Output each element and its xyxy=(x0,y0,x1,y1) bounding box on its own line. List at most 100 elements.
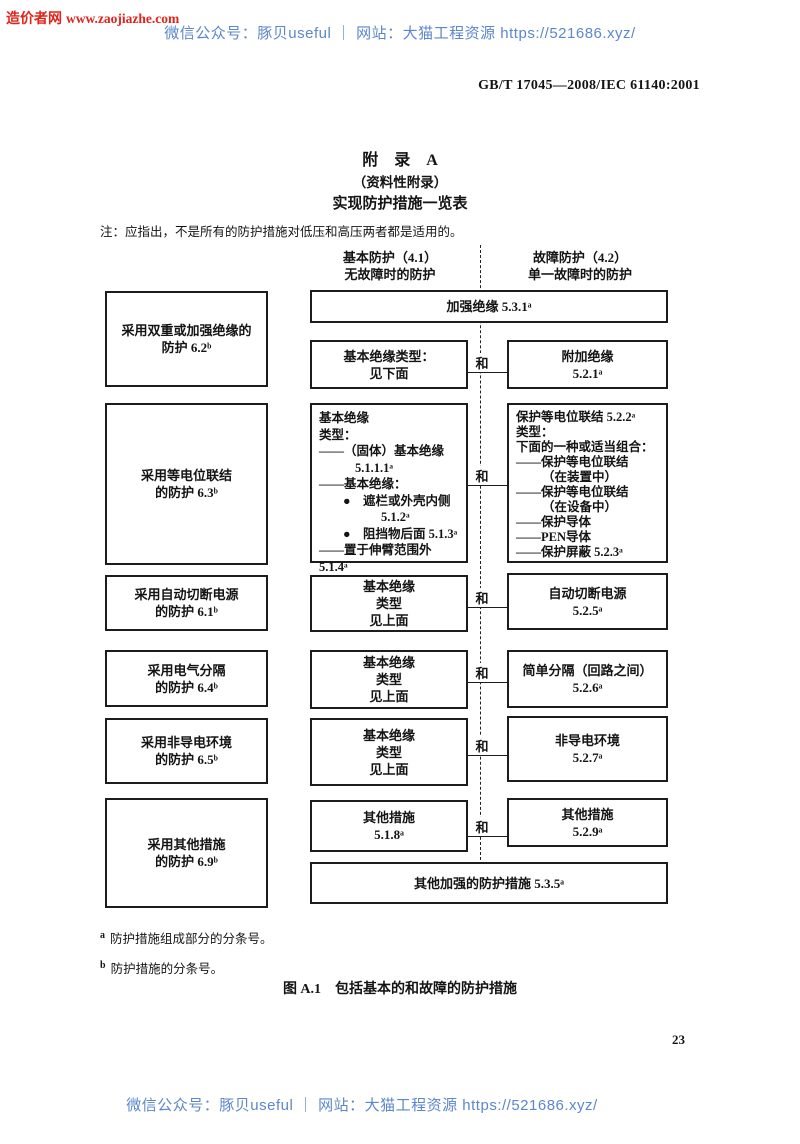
and-label: 和 xyxy=(470,663,494,682)
box-protection-equipotential-bonding: 采用等电位联结 的防护 6.3ᵇ xyxy=(105,403,268,565)
box-line: 采用电气分隔 xyxy=(147,662,226,678)
box-line: 简单分隔（回路之间） xyxy=(522,663,653,678)
box-line: 采用双重或加强绝缘的 xyxy=(121,323,252,338)
standard-number: GB/T 17045—2008/IEC 61140:2001 xyxy=(478,78,700,93)
box-line: 基本绝缘 xyxy=(362,579,415,594)
box-reinforced-insulation-label: 加强绝缘 5.3.1ᵃ xyxy=(446,299,532,314)
box-line: 5.1.1.1ᵃ xyxy=(355,460,394,475)
box-line: 基本绝缘 xyxy=(362,727,415,743)
box-line: ● 遮栏或外壳内侧 xyxy=(343,493,451,508)
box-line: 5.2.6ᵃ xyxy=(572,680,603,695)
box-line: 类型： xyxy=(516,425,554,439)
box-line: 5.2.5ᵃ xyxy=(572,602,603,618)
box-line: 5.2.7ᵃ xyxy=(572,750,603,765)
box-line: 见上面 xyxy=(369,761,409,777)
figure-caption: 图 A.1 包括基本的和故障的防护措施 xyxy=(282,982,518,997)
box-basic-insulation-see-above-3: 基本绝缘 类型 见上面 xyxy=(310,718,468,786)
appendix-subtitle: （资料性附录） xyxy=(352,175,448,190)
box-line: ——置于伸臂范围外 5.1.4ᵃ xyxy=(319,543,432,574)
box-line: 的防护 6.4ᵇ xyxy=(155,679,218,695)
box-line: 下面的一种或适当组合： xyxy=(516,440,654,454)
and-label: 和 xyxy=(470,817,494,836)
box-line: ——保护屏蔽 5.2.3ᵃ xyxy=(516,545,623,559)
note-text: 注：应指出，不是所有的防护措施对低压和高压两者都是适用的。 xyxy=(100,225,463,239)
connector-line xyxy=(468,836,507,837)
dashed-divider-line xyxy=(480,245,481,860)
box-line: 保护等电位联结 5.2.2ᵃ xyxy=(516,410,636,424)
watermark-banner-bottom: 微信公众号：豚贝useful ｜ 网站：大猫工程资源 https://52168… xyxy=(126,1097,598,1114)
footnote-a-marker: a xyxy=(100,930,105,941)
appendix-title: 附 录 A xyxy=(362,152,438,169)
box-nonconducting-environment: 非导电环境 5.2.7ᵃ xyxy=(507,716,668,782)
box-line: 的防护 6.1ᵇ xyxy=(155,604,218,619)
box-line: 5.2.1ᵃ xyxy=(572,365,603,381)
and-label: 和 xyxy=(470,736,494,755)
box-line: ● 阻挡物后面 5.1.3ᵃ xyxy=(343,526,458,541)
box-reinforced-insulation: 加强绝缘 5.3.1ᵃ xyxy=(310,290,668,323)
box-line: （在装置中） xyxy=(542,470,618,484)
box-line: 类型： xyxy=(319,427,357,442)
box-line: （在设备中） xyxy=(542,500,618,514)
box-line: ——保护导体 xyxy=(516,515,592,529)
box-automatic-disconnection: 自动切断电源 5.2.5ᵃ xyxy=(507,573,668,630)
box-line: 类型 xyxy=(375,672,402,687)
box-protection-electrical-separation: 采用电气分隔 的防护 6.4ᵇ xyxy=(105,650,268,707)
box-line: 采用其他措施 xyxy=(147,837,226,852)
column-header-basic-line1: 基本防护（4.1） xyxy=(342,250,438,265)
watermark-site-url: www.zaojiazhe.com xyxy=(66,11,180,26)
column-header-basic-line2: 无故障时的防护 xyxy=(344,267,436,282)
watermark-banner-top: 微信公众号：豚贝useful ｜ 网站：大猫工程资源 https://52168… xyxy=(164,25,636,42)
column-header-fault-line2: 单一故障时的防护 xyxy=(527,267,632,282)
connector-line xyxy=(468,372,507,373)
column-header-fault-protection: 故障防护（4.2） 单一故障时的防护 xyxy=(500,249,660,283)
box-line: 见下面 xyxy=(369,365,409,381)
box-line: ——基本绝缘： xyxy=(319,477,407,491)
and-label: 和 xyxy=(470,588,494,607)
box-other-reinforced-measures: 其他加强的防护措施 5.3.5ᵃ xyxy=(310,862,668,904)
box-basic-insulation-types: 基本绝缘 类型： ——（固体）基本绝缘 5.1.1.1ᵃ ——基本绝缘： ● 遮… xyxy=(310,403,468,574)
box-line: 见上面 xyxy=(369,613,409,628)
box-basic-insulation-see-above-2: 基本绝缘 类型 见上面 xyxy=(310,650,468,709)
connector-line xyxy=(468,607,507,608)
box-line: 自动切断电源 xyxy=(548,585,627,601)
connector-line xyxy=(468,485,507,486)
box-line: ——（固体）基本绝缘 xyxy=(319,444,445,458)
box-line: 的防护 6.5ᵇ xyxy=(155,752,218,767)
box-line: 的防护 6.3ᵇ xyxy=(155,485,218,500)
box-line: 5.1.2ᵃ xyxy=(381,510,410,524)
box-line: 基本绝缘 xyxy=(319,411,370,425)
connector-line xyxy=(468,682,507,683)
box-line: 基本绝缘类型： xyxy=(343,348,435,364)
box-line: ——保护等电位联结 xyxy=(516,455,629,469)
column-header-basic-protection: 基本防护（4.1） 无故障时的防护 xyxy=(315,249,465,283)
box-line: 见上面 xyxy=(369,689,409,704)
page-number: 23 xyxy=(672,1032,685,1047)
box-other-measures-518: 其他措施 5.1.8ᵃ xyxy=(310,800,468,852)
box-line: 非导电环境 xyxy=(554,733,620,748)
box-basic-insulation-see-above-1: 基本绝缘 类型 见上面 xyxy=(310,575,468,632)
box-line: 附加绝缘 xyxy=(561,348,614,364)
watermark-site-name: 造价者网 xyxy=(6,12,62,27)
box-line: 类型 xyxy=(375,596,402,611)
box-line: 5.1.8ᵃ xyxy=(374,827,404,842)
box-line: ——保护等电位联结 xyxy=(516,485,629,499)
box-protective-equipotential-bonding-types: 保护等电位联结 5.2.2ᵃ 类型： 下面的一种或适当组合： ——保护等电位联结… xyxy=(507,403,668,563)
box-line: 的防护 6.9ᵇ xyxy=(155,854,218,869)
box-line: 类型 xyxy=(375,744,402,760)
connector-line xyxy=(468,755,507,756)
box-protection-nonconducting-environment: 采用非导电环境 的防护 6.5ᵇ xyxy=(105,718,268,784)
and-label: 和 xyxy=(470,353,494,372)
box-basic-insulation-see-below: 基本绝缘类型： 见下面 xyxy=(310,340,468,389)
box-line: 5.2.9ᵃ xyxy=(572,823,603,839)
footnote-a-text: 防护措施组成部分的分条号。 xyxy=(110,932,273,946)
appendix-heading: 实现防护措施一览表 xyxy=(332,196,468,212)
box-protection-double-reinforced-insulation: 采用双重或加强绝缘的 防护 6.2ᵇ xyxy=(105,291,268,387)
box-other-reinforced-measures-label: 其他加强的防护措施 5.3.5ᵃ xyxy=(413,875,565,891)
box-protection-other-measures: 采用其他措施 的防护 6.9ᵇ xyxy=(105,798,268,908)
figure-a1: 基本防护（4.1） 无故障时的防护 故障防护（4.2） 单一故障时的防护 加强绝… xyxy=(80,245,702,913)
footnote-b-text: 防护措施的分条号。 xyxy=(110,962,224,976)
column-header-fault-line1: 故障防护（4.2） xyxy=(532,250,628,265)
box-line: 采用自动切断电源 xyxy=(134,587,239,602)
box-simple-separation: 简单分隔（回路之间） 5.2.6ᵃ xyxy=(507,650,668,708)
